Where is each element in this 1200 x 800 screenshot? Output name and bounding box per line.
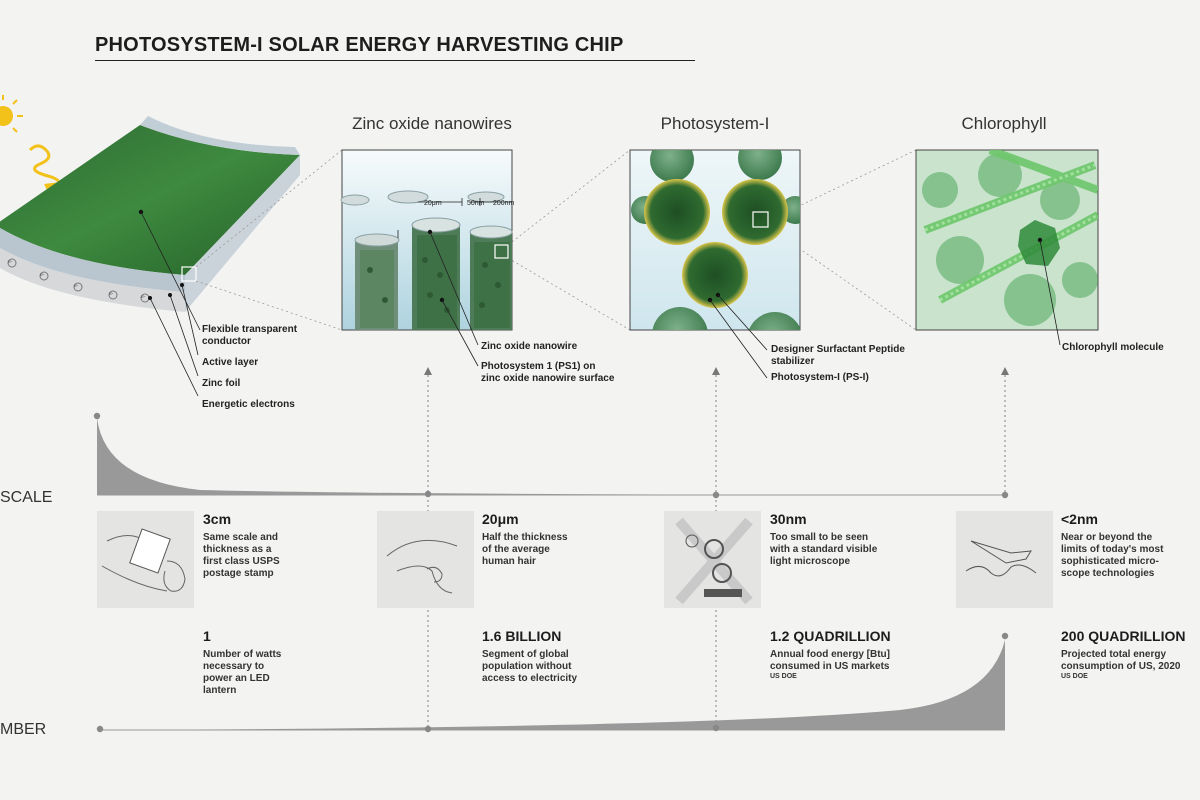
scale-item-2: 20μm Half the thickness of the average h… bbox=[482, 511, 568, 568]
solar-chip-illustration bbox=[0, 116, 300, 312]
label-energetic-electrons: Energetic electrons bbox=[202, 399, 295, 410]
page-title: PHOTOSYSTEM-I SOLAR ENERGY HARVESTING CH… bbox=[95, 34, 695, 61]
scale-curve bbox=[93, 412, 1009, 499]
scale-desc: Same scale and bbox=[203, 532, 279, 543]
scale-desc: of the average bbox=[482, 544, 550, 555]
scale-desc: scope technologies bbox=[1061, 568, 1155, 579]
label-ps1-on-2: zinc oxide nanowire surface bbox=[481, 373, 615, 384]
dim-label-1: 20μm bbox=[424, 200, 442, 207]
number-desc: population without bbox=[482, 661, 572, 672]
axis-label-number: MBER bbox=[0, 721, 47, 738]
electron-symbol-1: e- bbox=[8, 259, 13, 265]
dim-label-3: 200nm bbox=[493, 200, 515, 207]
scale-desc: thickness as a bbox=[203, 544, 272, 555]
scale-value-3: 30nm bbox=[770, 511, 807, 527]
dim-label-2: 50nm bbox=[467, 200, 485, 207]
label-chlorophyll-molecule: Chlorophyll molecule bbox=[1062, 342, 1164, 353]
number-desc: Projected total energy bbox=[1061, 649, 1167, 660]
hair-thumbnail bbox=[377, 511, 474, 608]
scale-desc: Half the thickness bbox=[482, 532, 568, 543]
number-desc: consumed in US markets bbox=[770, 661, 890, 672]
scale-desc: with a standard visible bbox=[770, 544, 878, 555]
scale-desc: postage stamp bbox=[203, 568, 274, 579]
number-curve bbox=[96, 632, 1009, 733]
scale-desc: first class USPS bbox=[203, 556, 280, 567]
electron-symbol-2: e- bbox=[40, 272, 45, 278]
label-zno-nanowire: Zinc oxide nanowire bbox=[481, 341, 578, 352]
panel-title-zinc: Zinc oxide nanowires bbox=[352, 114, 512, 133]
number-item-2: 1.6 BILLION Segment of global population… bbox=[482, 628, 577, 685]
number-value-2: 1.6 BILLION bbox=[482, 628, 562, 644]
scale-desc: sophisticated micro- bbox=[1061, 556, 1159, 567]
number-desc: lantern bbox=[203, 685, 237, 696]
panel-title-photosystem: Photosystem-I bbox=[660, 114, 770, 133]
number-item-4: 200 QUADRILLION Projected total energy c… bbox=[1061, 628, 1185, 680]
microscope-thumbnail bbox=[664, 511, 761, 608]
chlorophyll-panel bbox=[915, 149, 1099, 331]
number-value-4: 200 QUADRILLION bbox=[1061, 628, 1186, 644]
source-label: US DOE bbox=[770, 673, 797, 680]
label-surfactant-2: stabilizer bbox=[771, 356, 815, 367]
scale-desc: Too small to be seen bbox=[770, 532, 869, 543]
scale-item-3: 30nm Too small to be seen with a standar… bbox=[770, 511, 877, 568]
number-value-3: 1.2 QUADRILLION bbox=[770, 628, 891, 644]
zno-labels: Zinc oxide nanowire Photosystem 1 (PS1) … bbox=[481, 341, 614, 385]
scale-value-1: 3cm bbox=[203, 511, 232, 527]
scale-value-4: <2nm bbox=[1061, 511, 1098, 527]
zinc-oxide-panel bbox=[340, 149, 513, 331]
number-desc: necessary to bbox=[203, 661, 265, 672]
electron-symbol-3: e- bbox=[74, 283, 79, 289]
label-zinc-foil: Zinc foil bbox=[202, 378, 241, 389]
scale-desc: human hair bbox=[482, 556, 536, 567]
label-flexible-conductor-2: conductor bbox=[202, 336, 251, 347]
source-label: US DOE bbox=[1061, 673, 1088, 680]
number-item-3: 1.2 QUADRILLION Annual food energy [Btu]… bbox=[770, 628, 891, 680]
ps1-labels: Designer Surfactant Peptide stabilizer P… bbox=[771, 344, 905, 384]
light-wave-icon bbox=[28, 144, 61, 194]
sun-icon bbox=[0, 95, 23, 133]
stamp-thumbnail bbox=[97, 511, 194, 608]
number-desc: Segment of global bbox=[482, 649, 569, 660]
label-ps-i: Photosystem-I (PS-I) bbox=[771, 372, 869, 383]
photosystem-panel bbox=[629, 149, 801, 331]
number-desc: power an LED bbox=[203, 673, 270, 684]
label-flexible-conductor-1: Flexible transparent bbox=[202, 324, 298, 335]
number-desc: Annual food energy [Btu] bbox=[770, 649, 890, 660]
number-desc: access to electricity bbox=[482, 673, 578, 684]
number-item-1: 1 Number of watts necessary to power an … bbox=[203, 628, 281, 697]
panel-title-chlorophyll: Chlorophyll bbox=[961, 114, 1047, 133]
electron-symbol-4: e- bbox=[109, 291, 114, 297]
label-active-layer: Active layer bbox=[202, 357, 259, 368]
scale-desc: Near or beyond the bbox=[1061, 532, 1153, 543]
nanoscope-thumbnail bbox=[956, 511, 1053, 608]
label-surfactant-1: Designer Surfactant Peptide bbox=[771, 344, 905, 355]
scale-desc: limits of today's most bbox=[1061, 544, 1164, 555]
number-value-1: 1 bbox=[203, 628, 211, 644]
number-desc: Number of watts bbox=[203, 649, 282, 660]
electron-symbol-5: e- bbox=[141, 294, 146, 300]
axis-label-scale: SCALE bbox=[0, 489, 53, 506]
scale-item-4: <2nm Near or beyond the limits of today'… bbox=[1061, 511, 1163, 580]
number-desc: consumption of US, 2020 bbox=[1061, 661, 1181, 672]
scale-desc: light microscope bbox=[770, 556, 851, 567]
label-ps1-on-1: Photosystem 1 (PS1) on bbox=[481, 361, 596, 372]
chip-labels: Flexible transparent conductor Active la… bbox=[202, 324, 297, 411]
scale-item-1: 3cm Same scale and thickness as a first … bbox=[203, 511, 280, 580]
scale-value-2: 20μm bbox=[482, 511, 519, 527]
